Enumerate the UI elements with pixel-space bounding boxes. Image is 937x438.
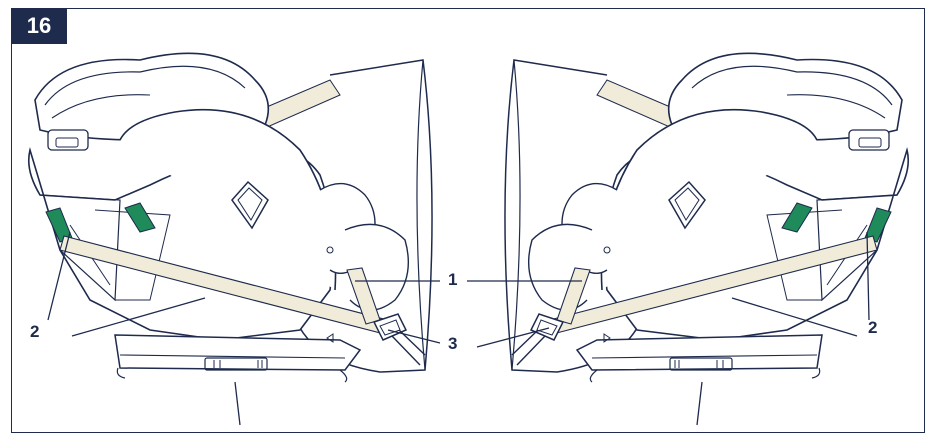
left-callout-2: 2 bbox=[30, 322, 40, 341]
left-leader-2a bbox=[47, 231, 71, 321]
left-callout-3: 3 bbox=[448, 334, 458, 353]
left-leader-3 bbox=[387, 329, 441, 344]
left-callout-1: 1 bbox=[448, 270, 458, 289]
right-seat bbox=[467, 52, 910, 426]
left-seat bbox=[27, 52, 441, 426]
right-callout-2: 2 bbox=[868, 318, 878, 337]
step-number-badge: 16 bbox=[11, 8, 67, 44]
left-leader-2b bbox=[71, 297, 206, 337]
right-leader-2b bbox=[731, 297, 858, 337]
right-leader-3 bbox=[476, 327, 550, 348]
right-leader-2a bbox=[866, 231, 870, 321]
